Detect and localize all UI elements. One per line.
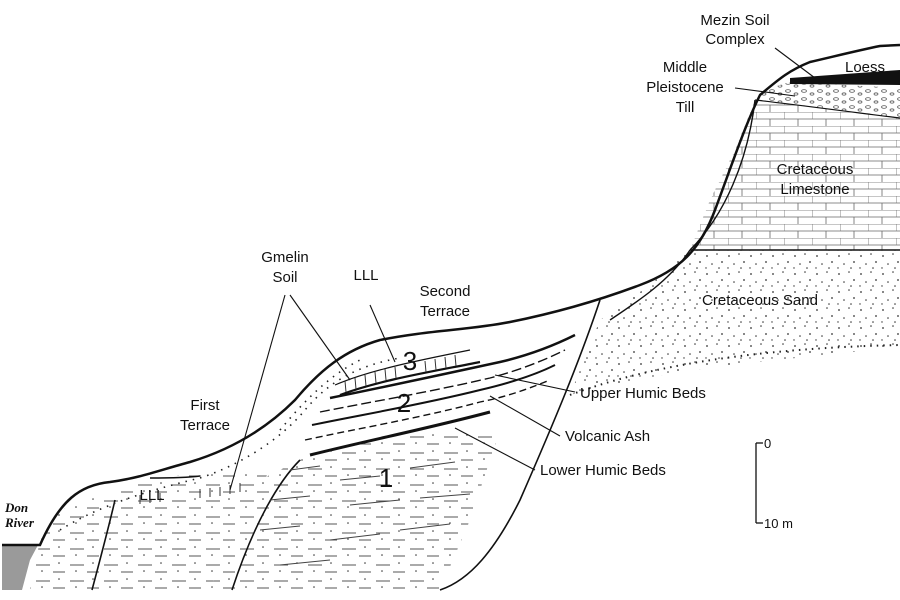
- first-terrace-scarp: [91, 499, 116, 591]
- mezin-soil-band: [790, 70, 900, 85]
- loess-label: Loess: [845, 59, 885, 76]
- first-terrace-label-1: First: [190, 397, 220, 414]
- don-river-label-1: Don: [4, 500, 28, 515]
- second-terrace-label-2: Terrace: [420, 303, 470, 320]
- don-river-water: [2, 545, 38, 590]
- sand-label: Cretaceous Sand: [702, 292, 818, 309]
- first-terrace-label-2: Terrace: [180, 417, 230, 434]
- volcanic-ash-label: Volcanic Ash: [565, 428, 650, 445]
- scale-top-label: 0: [764, 436, 771, 451]
- unit-3-top: [334, 349, 471, 386]
- mezin-label-2: Complex: [705, 31, 765, 48]
- scale-bottom-label: 10 m: [764, 516, 793, 531]
- first-terrace-base: [149, 475, 201, 479]
- ground-surface-line: [2, 43, 900, 547]
- gmelin-label-2: Soil: [272, 269, 297, 286]
- till-layer: [755, 82, 900, 118]
- limestone-contact: [689, 99, 756, 251]
- till-base-line: [754, 99, 900, 119]
- cretaceous-sand-layer: [570, 250, 900, 395]
- lll-lower-label: LLL: [139, 487, 164, 504]
- limestone-label-1: Cretaceous: [777, 161, 854, 178]
- second-terrace-label-1: Second: [420, 283, 471, 300]
- leader-lines: [229, 47, 816, 491]
- mezin-label-1: Mezin Soil: [700, 12, 769, 29]
- unit-3-number: 3: [403, 346, 417, 376]
- unit-2-number: 2: [397, 388, 411, 418]
- gmelin-label-1: Gmelin: [261, 249, 309, 266]
- till-label-3: Till: [676, 99, 695, 116]
- till-label-2: Pleistocene: [646, 79, 724, 96]
- unit-1-number: 1: [379, 463, 393, 493]
- lower-humic-label: Lower Humic Beds: [540, 462, 666, 479]
- till-label-1: Middle: [663, 59, 707, 76]
- bedrock-contact-lower: [439, 299, 601, 591]
- upper-humic-label: Upper Humic Beds: [580, 385, 706, 402]
- first-terrace-deposits: [30, 470, 270, 590]
- sand-contact: [609, 249, 691, 321]
- limestone-label-2: Limestone: [780, 181, 849, 198]
- don-river-label-2: River: [4, 515, 35, 530]
- unit-3-base: [339, 360, 481, 397]
- unit-1-deposits: [210, 430, 500, 590]
- unit-2-humic-beds: [304, 333, 576, 457]
- scale-bar: [755, 442, 763, 524]
- unit-1-lenses: [259, 461, 471, 566]
- second-terrace-scarp: [231, 459, 301, 591]
- dotted-cover-lower: [59, 357, 401, 531]
- lll-hatching-upper: [344, 354, 457, 393]
- lll-upper-label: LLL: [353, 267, 378, 284]
